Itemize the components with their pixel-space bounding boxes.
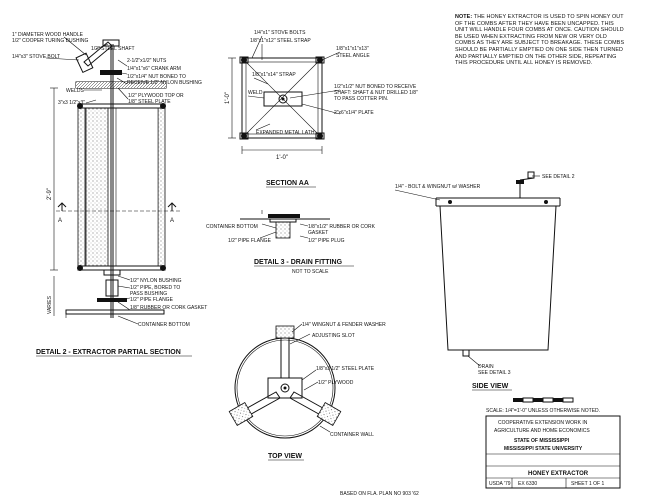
detail-2-title: DETAIL 2 - EXTRACTOR PARTIAL SECTION [36,349,181,356]
label-pipe: 1/2" PIPE, BORED TO [130,285,180,291]
label-d3-rubber: 1/8"x1/2" RUBBER OR CORK [308,224,376,230]
label-aa-angle: 1/8"x1"x1"x13" [336,46,369,52]
label-top-wingnut: 1/4" WINGNUT & FENDER WASHER [302,322,386,328]
footer-note: BASED ON FLA. PLAN NO 903 '62 [340,491,419,497]
tb-ex: EX 6330 [518,481,537,487]
label-bushing: 1/2" COOPER TURING BUSHING [12,38,89,44]
pipe-sleeve [105,279,119,297]
top-center-plate [267,377,303,399]
label-nut-boned-2: RECEIVE 1/2" NYLON BUSHING [127,80,202,86]
detail-3-drain-fitting: CONTAINER BOTTOM 1/8"x1/2" RUBBER OR COR… [206,210,376,275]
label-aa-nut: 1/2"x1/2" NUT BONED TO RECEIVE [334,84,417,90]
label-top-plywood: 1/2" PLYWOOD [318,380,354,386]
tb-sheet: SHEET 1 OF 1 [571,481,604,487]
wood-handle [75,52,94,74]
cut-a-left: A [58,218,62,224]
label-handle: 1" DIAMETER WOOD HANDLE [12,32,84,38]
label-d3-flange: 1/2" PIPE FLANGE [228,238,272,244]
dim-aa-width: 1'-0" [276,155,288,161]
tb-line-1: COOPERATIVE EXTENSION WORK IN [498,420,588,426]
detail-2-extractor-section: A A 2'-9" VARIES 1" DIAMETER WOOD HANDLE… [12,32,207,357]
label-aa-angle-2: STEEL ANGLE [336,53,370,59]
detail-3-title: DETAIL 3 - DRAIN FITTING [254,259,343,266]
label-d3-container: CONTAINER BOTTOM [206,224,258,230]
title-block: COOPERATIVE EXTENSION WORK IN AGRICULTUR… [485,415,621,489]
label-side-bolt: 1/4" - BOLT & WINGNUT w/ WASHER [395,184,481,190]
center-plate [263,91,303,107]
scale-text: SCALE: 1/4"=1'-0" UNLESS OTHERWISE NOTED… [486,408,600,414]
label-d3-plug: 1/2" PIPE PLUG [308,238,345,244]
label-nut-boned: 1/2"x1/4" NUT BONED TO [127,74,186,80]
note-label: NOTE: [455,14,473,20]
label-aa-plate: 2"x6"x1/4" PLATE [334,110,374,116]
detail-3-subtitle: NOT TO SCALE [292,269,329,275]
side-view-title: SIDE VIEW [472,383,509,390]
note-text: THE HONEY EXTRACTOR IS USED TO SPIN HONE… [455,14,625,67]
d3-pipe-plug [275,221,291,239]
label-top-wall: CONTAINER WALL [330,432,374,438]
label-pipe-2: PASS BUSHING [130,291,167,297]
label-aa-strap-2: 1/8"x1"x14" STRAP [252,72,296,78]
label-stove-bolt: 1/4"x3" STOVE BOLT [12,54,60,60]
dim-varies: VARIES [47,295,53,314]
label-d3-rubber-2: GASKET [308,230,328,236]
label-aa-nut-2: SHAFT: SHAFT & NUT DRILLED 1/8" [334,90,418,96]
arm-top [280,333,290,379]
label-aa-lath: EXPANDED METAL LATH [256,130,315,136]
side-drain [462,349,470,357]
label-aa-stove: 1/4"x1" STOVE BOLTS [254,30,306,36]
scale-bar: SCALE: 1/4"=1'-0" UNLESS OTHERWISE NOTED… [486,397,600,414]
side-view: 1/4" - BOLT & WINGNUT w/ WASHER SEE DETA… [394,171,575,391]
section-frame [241,57,323,139]
tb-project: HONEY EXTRACTOR [528,471,589,477]
label-rubber: 1/8" RUBBER OR CORK GASKET [130,305,207,311]
dim-aa-height: 1'-0" [225,92,231,104]
label-welds: WELDS [66,88,84,94]
label-aa-weld: WELD [248,90,263,96]
label-flange: 1/2" PIPE FLANGE [130,297,174,303]
basket-inner-left [85,107,109,267]
top-view: 1/4" WINGNUT & FENDER WASHER ADJUSTING S… [228,322,386,461]
pipe-flange [97,298,127,302]
top-view-title: TOP VIEW [268,453,302,460]
label-container-bottom: CONTAINER BOTTOM [138,322,190,328]
label-side-drain: DRAIN [478,364,494,370]
basket-left [77,107,86,267]
general-note: NOTE: THE HONEY EXTRACTOR IS USED TO SPI… [455,14,625,67]
label-crank: 1/4"x1"x6" CRANK ARM [127,66,181,72]
label-size: 3"x3 1/2"x3" [58,100,85,106]
tb-dept: USDA '79 [489,481,511,487]
label-plywood-2: 1/8" STEEL PLATE [128,99,171,105]
cut-a-right: A [170,218,174,224]
label-top-plate: 1/8"x3 1/2" STEEL PLATE [316,366,375,372]
label-side-detail: SEE DETAIL 2 [542,174,575,180]
label-top-slot: ADJUSTING SLOT [312,333,355,339]
section-aa: 1'-0" 1'-0" 1/4"x1" STOVE BOLTS 1/8"x1"x… [225,30,418,188]
label-plywood: 1/2" PLYWOOD TOP OR [128,93,184,99]
label-nylon: 1/2" NYLON BUSHING [130,278,182,284]
section-aa-title: SECTION AA [266,180,309,187]
basket-right [157,107,166,267]
tb-line-3: STATE OF MISSISSIPPI [514,438,570,444]
label-aa-strap: 1/8"x1"x12" STEEL STRAP [250,38,311,44]
label-aa-nut-3: TO PASS COTTER PIN. [334,96,388,102]
dim-height: 2'-9" [47,188,53,200]
label-nuts: 2-1/2"x1/2" NUTS [127,58,167,64]
label-side-drain-2: SEE DETAIL 3 [478,370,511,376]
tb-line-4: MISSISSIPPI STATE UNIVERSITY [504,446,583,452]
tb-line-2: AGRICULTURE AND HOME ECONOMICS [494,428,590,434]
label-shaft: 1/2" STEEL SHAFT [91,46,135,52]
side-container [439,205,557,351]
